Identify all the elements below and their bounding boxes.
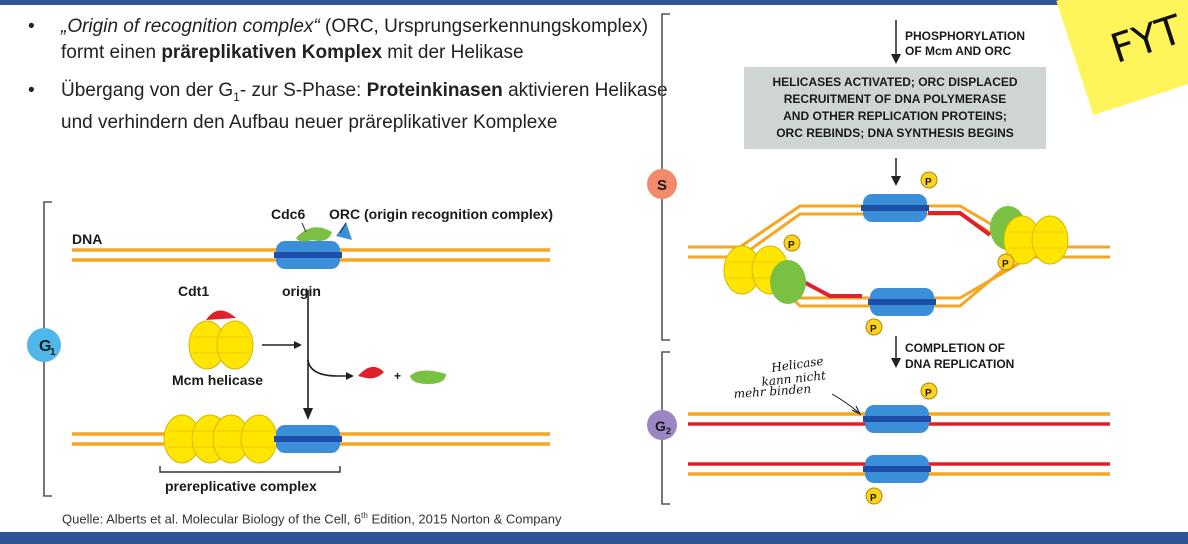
phosphate-2-label: P — [870, 324, 877, 335]
phosphate-6-label: P — [870, 493, 877, 504]
plus-sign: + — [394, 369, 401, 383]
released-cdt1 — [358, 366, 384, 379]
box-down-arrow-head — [891, 176, 901, 186]
s-phase-label: S — [657, 177, 667, 194]
cdt1-protein — [206, 310, 236, 320]
mcm-label: Mcm helicase — [172, 372, 263, 388]
orc-label: ORC (origin recognition complex) — [329, 206, 553, 222]
down-arrow-head — [303, 408, 313, 420]
new-strand-bottom — [799, 278, 862, 298]
handwritten-line3: mehr binden — [733, 382, 811, 401]
completion-arrow-head — [891, 358, 901, 368]
bullet-dot: • — [28, 16, 35, 37]
complex-bracket — [159, 466, 341, 473]
s-phase-circle — [647, 169, 677, 199]
bullet-list: • „Origin of recognition complex“ (ORC, U… — [28, 14, 668, 148]
box-line-1: HELICASES ACTIVATED; ORC DISPLACED — [772, 75, 1017, 89]
released-cdc6 — [410, 370, 446, 384]
mcm-loaded-2 — [212, 414, 278, 464]
dna-label: DNA — [72, 231, 102, 247]
origin-label: origin — [282, 283, 321, 299]
source-caption: Quelle: Alberts et al. Molecular Biology… — [62, 511, 562, 526]
phosphate-3-label: P — [1002, 259, 1009, 270]
orc-loaded — [274, 425, 342, 453]
phosphate-4-label: P — [788, 240, 795, 251]
orc-complex — [274, 241, 342, 269]
mcm-helicase — [188, 320, 254, 370]
box-line-4: ORC REBINDS; DNA SYNTHESIS BEGINS — [776, 126, 1014, 140]
orc-g2-1 — [863, 405, 931, 433]
new-strand-top — [928, 211, 992, 237]
top-accent-bar — [0, 0, 1188, 5]
orc-top-lobe — [336, 222, 352, 240]
bottom-accent-bar — [0, 532, 1188, 544]
g2-phase-sub: 2 — [666, 426, 671, 436]
bullet-text: aktivieren Helikase und verhindern den A… — [61, 80, 668, 133]
release-arrow-head — [346, 372, 354, 380]
orc-g2-2 — [863, 455, 931, 483]
orc-top — [861, 194, 929, 222]
phosphate-1-label: P — [925, 177, 932, 188]
bullet-text: präreplikativen Komplex — [161, 42, 383, 63]
caption-sup: th — [361, 511, 368, 520]
polymerase-left — [770, 260, 806, 304]
caption-text-end: Edition, 2015 Norton & Company — [367, 511, 562, 527]
cdt1-label: Cdt1 — [178, 283, 209, 299]
phospho-line2: OF Mcm AND ORC — [905, 44, 1012, 58]
bullet-text: 1 — [233, 89, 240, 104]
g2-phase-label: G — [655, 418, 666, 434]
bullet-text: Proteinkinasen — [366, 80, 503, 101]
orc-bottom — [868, 288, 936, 316]
completion-line1: COMPLETION OF — [905, 341, 1005, 355]
g1-phase-sub: 1 — [50, 347, 56, 358]
orc-pointer — [339, 222, 347, 234]
handwritten-arrow-head — [851, 405, 862, 416]
merge-arrow-head — [294, 341, 302, 349]
release-arrow — [307, 359, 348, 377]
phospho-line1: PHOSPHORYLATION — [905, 29, 1025, 43]
bullet-text: „Origin of recognition complex“ — [61, 16, 320, 37]
handwritten-arrow — [831, 393, 859, 413]
cdc6-pointer — [301, 222, 307, 233]
cdc6-protein — [296, 227, 332, 242]
bullet-text: Übergang von der G — [61, 80, 234, 101]
bullet-dot: • — [28, 80, 35, 101]
box-line-3: AND OTHER REPLICATION PROTEINS; — [783, 109, 1007, 123]
bullet-text: mit der Helikase — [382, 42, 524, 63]
handwritten-line2: kann nicht — [761, 368, 827, 389]
bullet-text: (ORC, Ursprungserkennungskomplex) formt … — [61, 16, 649, 63]
g1-phase-label: G — [39, 338, 51, 355]
phosphate-5-label: P — [925, 388, 932, 399]
bullet-item: • „Origin of recognition complex“ (ORC, U… — [28, 14, 668, 66]
completion-line2: DNA REPLICATION — [905, 357, 1014, 371]
activation-box — [744, 67, 1046, 149]
prereplicative-complex-label: prereplicative complex — [165, 478, 317, 494]
box-line-2: RECRUITMENT OF DNA POLYMERASE — [784, 92, 1006, 106]
g1-phase-circle — [27, 328, 61, 362]
bullet-item: • Übergang von der G1- zur S-Phase: Prote… — [28, 78, 668, 136]
cdc6-label: Cdc6 — [271, 206, 305, 222]
phospho-arrow-head — [891, 54, 901, 64]
sticky-note: FYT — [1056, 0, 1188, 115]
caption-text: Quelle: Alberts et al. Molecular Biology… — [62, 511, 362, 527]
bullet-text: - zur S-Phase: — [239, 80, 367, 101]
g2-phase-circle — [647, 410, 677, 440]
